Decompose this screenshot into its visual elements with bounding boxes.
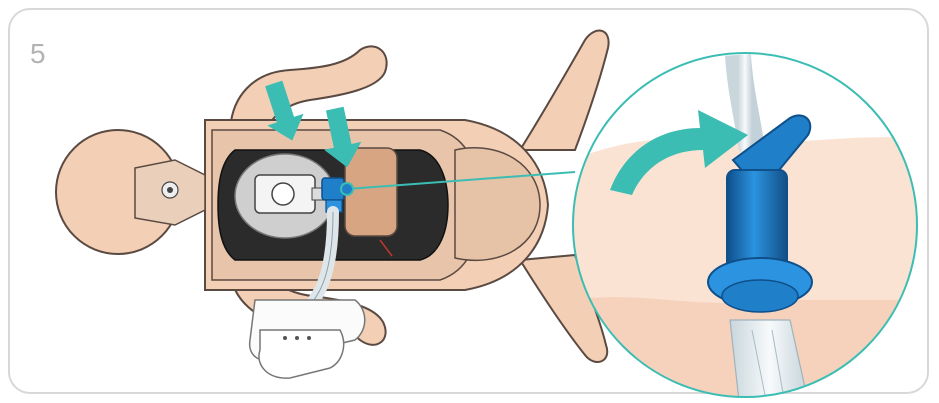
magnifier-callout [570, 50, 930, 403]
